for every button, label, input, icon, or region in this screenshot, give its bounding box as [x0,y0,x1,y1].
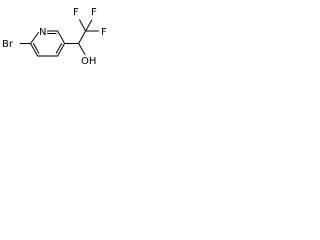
atom-label-br: Br [2,39,14,50]
bond-cf3-f1 [79,19,87,32]
bond-c3-c2-inner [33,43,40,54]
atom-label-f3: F [101,27,107,38]
bond-c6-c5 [57,30,66,44]
bond-c5-c4-inner [55,43,63,54]
bond-c5-c4 [57,43,66,57]
bond-cα-cf3 [78,30,87,44]
atom-label-f1: F [73,7,79,18]
bond-cα-oh [78,43,86,55]
molecule-canvas: Br N F F F OH [0,0,124,66]
atom-label-oh: OH [81,56,96,66]
bond-c2-n1 [30,32,40,44]
chemical-structure: Br N F F F OH [2,7,107,66]
bond-cf3-f2 [85,19,93,32]
bond-c3-c2 [30,43,39,57]
atom-label-n: N [39,27,46,38]
bond-layer [20,19,99,57]
atom-label-f2: F [91,7,97,18]
